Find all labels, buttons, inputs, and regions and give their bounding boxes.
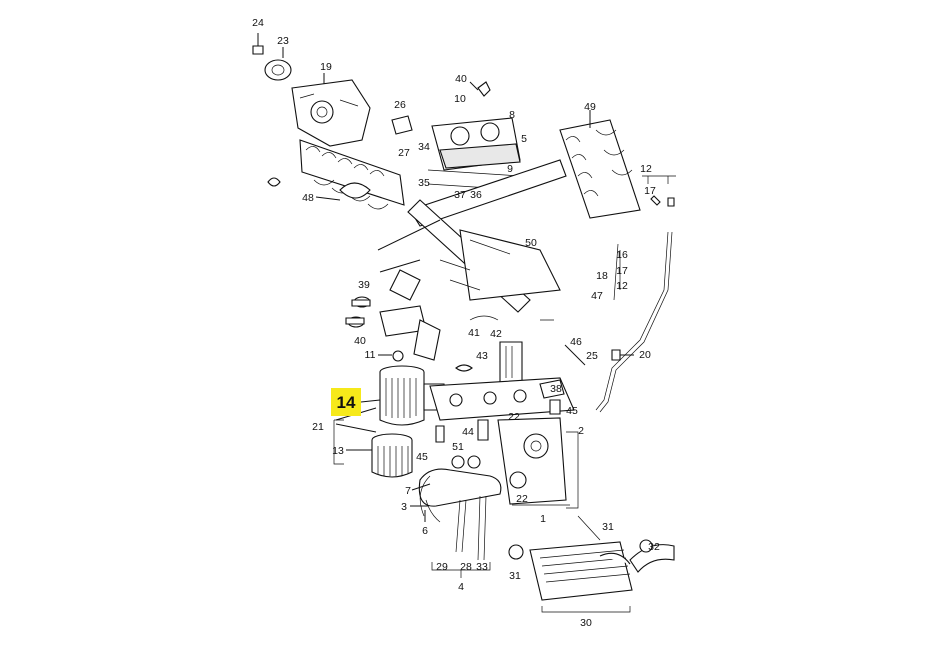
callout-40: 40 [455,73,467,85]
callout-31: 31 [602,521,614,533]
callout-1: 1 [540,513,546,525]
callout-49: 49 [584,101,596,113]
callout-45: 45 [566,405,578,417]
oil-cooler [508,515,675,613]
callout-28: 28 [460,561,472,573]
oil-filter-housing [333,296,449,478]
callout-42: 42 [490,328,502,340]
callout-10: 10 [454,93,466,105]
callout-9: 9 [507,163,513,175]
callout-5: 5 [521,133,527,145]
callout-7: 7 [405,485,411,497]
callout-18: 18 [596,270,608,282]
callout-4: 4 [458,581,464,593]
callout-29: 29 [436,561,448,573]
callout-33: 33 [476,561,488,573]
callout-31b: 31 [509,570,521,582]
callout-35: 35 [418,177,430,189]
dipstick-tube [564,231,673,413]
oil-pickup-tube [410,455,502,578]
callout-22: 22 [508,411,520,423]
highlight-label: 14 [337,393,356,412]
callout-38: 38 [550,383,562,395]
callout-6: 6 [422,525,428,537]
callout-45b: 45 [416,451,428,463]
callout-39: 39 [358,279,370,291]
right-rocker-arm-row [559,110,676,219]
callout-41: 41 [468,327,480,339]
callout-17b: 17 [616,265,628,277]
callout-13: 13 [332,445,344,457]
callout-8: 8 [509,109,515,121]
center-valve-cover [267,81,521,191]
breather-cover-assembly [252,33,371,147]
callout-50: 50 [525,237,537,249]
callout-40b: 40 [354,335,366,347]
callout-48: 48 [302,192,314,204]
callout-19: 19 [320,61,332,73]
callout-34: 34 [418,141,430,153]
callout-25: 25 [586,350,598,362]
callout-27: 27 [398,147,410,159]
callout-3: 3 [401,501,407,513]
callout-43: 43 [476,350,488,362]
callout-30: 30 [580,617,592,629]
callout-11: 11 [365,349,376,361]
callout-16: 16 [616,249,628,261]
callout-26: 26 [394,99,406,111]
callout-22b: 22 [516,493,528,505]
left-rocker-arm-row [299,139,405,210]
callout-47: 47 [591,290,603,302]
callout-17: 17 [644,185,656,197]
callout-12b: 12 [616,280,628,292]
callout-21: 21 [312,421,324,433]
highlight-callout-14[interactable]: 14 [331,388,381,416]
callout-20: 20 [639,349,651,361]
central-oil-pump-frame [377,159,567,321]
callout-37: 37 [454,189,466,201]
callout-36: 36 [470,189,482,201]
callout-12: 12 [640,163,652,175]
callout-24: 24 [252,17,264,29]
callout-44: 44 [462,426,474,438]
callout-2: 2 [578,425,584,437]
callout-46: 46 [570,336,582,348]
oil-pump-assembly [429,341,579,509]
callout-labels: 24 23 19 40 10 26 8 5 27 34 49 9 35 37 3… [252,17,660,629]
callout-51: 51 [452,441,464,453]
callout-23: 23 [277,35,289,47]
callout-32: 32 [648,541,660,553]
